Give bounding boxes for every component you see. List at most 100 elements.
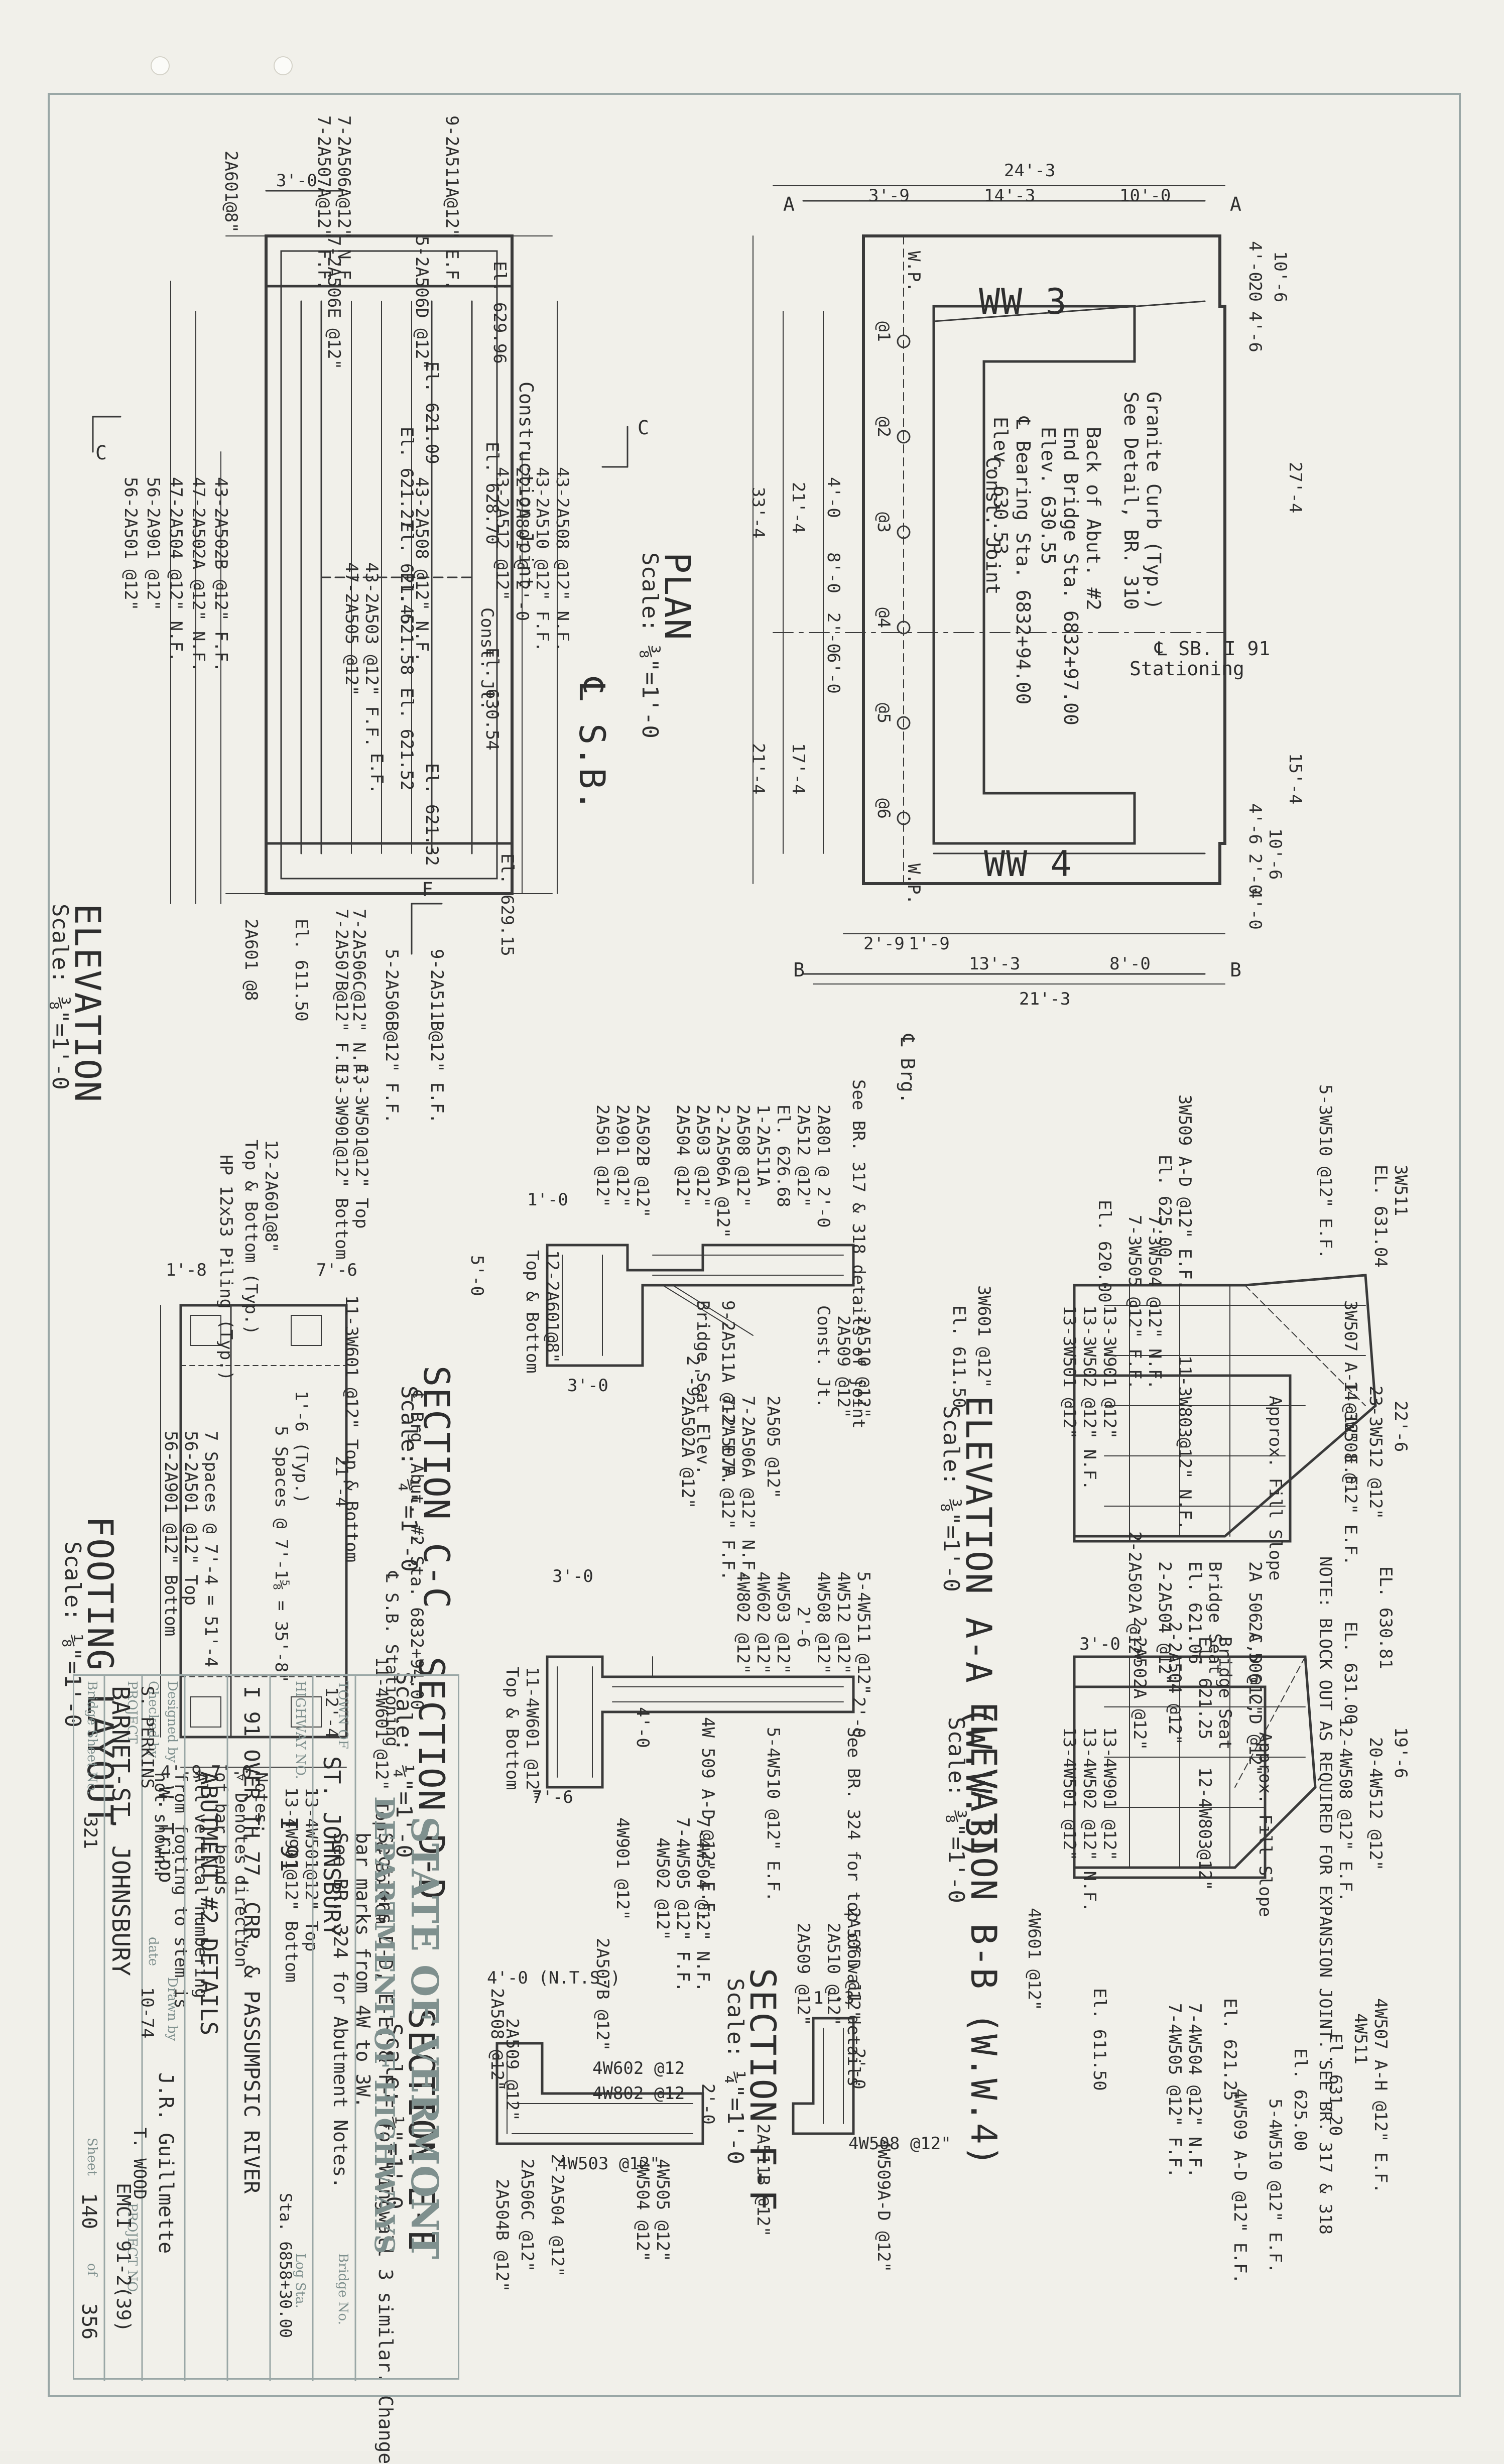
aa-el: EL. 631.04 <box>1370 1165 1391 1268</box>
ee-bar: 4W602 @12 <box>592 2058 685 2078</box>
elevation-title: ELEVATION <box>67 904 108 1103</box>
dd-bar: 4W508 @12" <box>813 1571 833 1674</box>
tb-desc2: ABUTMENT #2 DETAILS <box>195 1771 222 2036</box>
plan-dim: 10'-6 <box>1265 828 1285 880</box>
footing-piles: HP 12x53 Piling (Typ.) <box>216 1155 236 1381</box>
ef-label: E.F. <box>366 753 387 794</box>
elevation-bar: 47-2A502A @12" N.F. <box>188 477 208 672</box>
plan-dim: 13'-3 <box>969 954 1021 974</box>
ee-bar: 4W505 @12" <box>653 2159 673 2262</box>
dd-dim: 7'-6 <box>532 1787 573 1807</box>
section-ff-drawing <box>792 2017 855 2135</box>
pile-label: @6 <box>873 798 894 819</box>
ee-bar: 2A508 @12" <box>487 1988 507 2091</box>
plan-dim: 24'-3 <box>1004 161 1056 181</box>
ff-bar: 4W509A-D @12" <box>873 2139 894 2273</box>
pile-label: @3 <box>873 512 894 533</box>
section-ff-scale: Scale: ¼"=1'-0 <box>722 1978 748 2164</box>
bb-bar: 7-4W505 @12" F.F. <box>1165 2003 1185 2178</box>
pile-label: @5 <box>873 703 894 723</box>
cc-bar: 2A801 @ 2'-0 <box>813 1104 833 1228</box>
plan-inner-dim: 6'-0 <box>823 653 843 694</box>
dd-bar: 4W503 @12" <box>773 1571 793 1674</box>
bb-bar: 12-4W803@12" <box>1195 1767 1215 1891</box>
elevation-bar: 56-2A901 @12" <box>143 477 163 611</box>
cc-bar: 2A503 @12" <box>693 1104 713 1207</box>
elevation-bar: 2A601 @8 <box>241 919 261 1001</box>
footing-dim: 7'-6 <box>316 1260 357 1280</box>
aa-approx: Approx. Fill Slope <box>1265 1396 1285 1581</box>
footing-spaces: 7 Spaces @ 7'-4 = 51'-4 <box>201 1431 221 1667</box>
elevation-bar: 43-2A508 @12" N.F. <box>552 467 572 652</box>
plan-dim: 33'-4 <box>748 487 768 539</box>
plan-dim: 27'-4 <box>1285 462 1305 514</box>
see-detail-label: See Detail, BR. 310 <box>1120 392 1142 610</box>
cc-bar: 2A504 @12" <box>673 1104 693 1207</box>
sb-centerline: ℄ S.B. <box>571 678 612 812</box>
elevation-el: El. 629.96 <box>489 261 510 364</box>
footing-top-bottom: Top & Bottom (Typ.) <box>241 1140 261 1335</box>
pile-label: @4 <box>873 607 894 628</box>
plan-dim: 4'-0 <box>1245 889 1265 930</box>
sb-i91-label: ℄ SB. I 91 <box>1155 638 1271 660</box>
bb-el: EL. 631.00 <box>1340 1622 1360 1724</box>
elevation-bar: 47-2A504 @12" N.F. <box>166 477 186 662</box>
cut-f-label: F <box>422 879 433 901</box>
elevation-bar: 56-2A501 @12" <box>120 477 141 611</box>
cc-bar: 2A512 @12" <box>793 1104 813 1207</box>
plan-drawing <box>753 185 1226 984</box>
dd-bar: 7-4W504 @12" N.F. <box>693 1817 713 1992</box>
ff-bar: 2A510 @12" <box>823 1923 843 2026</box>
plan-title: PLAN <box>657 552 698 641</box>
cc-bar: 1-2A511A <box>753 1104 773 1187</box>
plan-dim: 2'-9 <box>863 934 905 954</box>
elevation-scale: Scale: ⅜"=1'-0 <box>47 904 73 1090</box>
pile-label: @2 <box>873 417 894 437</box>
plan-dim: 4'-6 <box>1245 311 1265 352</box>
bb-bridge-seat: Bridge Seat <box>1215 1637 1235 1750</box>
tb-state-sta: Sta. 6858+30.00 <box>276 2193 295 2338</box>
bb-el: El. 621.25 <box>1220 1998 1240 2101</box>
bb-bar: 12-4W508 @12" E.F. <box>1335 1717 1355 1902</box>
elevation-bar: 43-2A512 @12" <box>492 467 512 601</box>
cc-bar: 7-2A506A @12" N.F. <box>738 1396 758 1581</box>
elevation-bar: 7-2A506C@12" N.F. <box>349 909 369 1083</box>
cc-bar: 2A509 @12" <box>833 1315 853 1418</box>
plan-dim: 10'-0 <box>1119 186 1171 206</box>
plan-dim: 10'-6 <box>1270 251 1290 303</box>
section-cc-drawing <box>546 1244 855 1367</box>
elevation-bar: 43-2A502B @12" F.F. <box>211 477 231 672</box>
cc-bar: 2A501 @12" <box>592 1104 612 1207</box>
ww4-label: WW 4 <box>984 843 1073 885</box>
footing-layout-drawing <box>160 1304 348 1768</box>
cc-bar: 2A510 @12" <box>853 1315 873 1418</box>
dd-bar: 4W802 @12" <box>733 1571 753 1674</box>
bb-dim: 3'-0 <box>1079 1634 1120 1654</box>
tb-town-label: TOWN OF <box>335 1681 350 1749</box>
tb-of: of <box>84 2263 99 2276</box>
elevation-top-dim: 3'-0 <box>276 171 317 191</box>
bb-el: El. 611.50 <box>1089 1988 1109 2091</box>
ww3-label: WW 3 <box>979 281 1068 322</box>
plan-inner-dim: 2'-0 <box>823 612 843 654</box>
plan-inner-dim: 21'-4 <box>788 482 808 534</box>
cc-dim: 1'-0 <box>527 1190 568 1210</box>
tb-total: 356 <box>77 2303 100 2340</box>
elevation-el: El. 621.09 <box>422 361 442 464</box>
pile-label: @1 <box>873 321 894 342</box>
aa-dim: 22'-6 <box>1391 1401 1411 1452</box>
const-joint-label: Const. Joint <box>982 457 1004 595</box>
plan-dim: 17'-4 <box>788 743 808 795</box>
dd-bar: 5-4W511 @12" <box>853 1571 873 1695</box>
dd-bar: 5-4W510 @12" E.F. <box>763 1727 783 1902</box>
plan-dim: 20 <box>1245 281 1265 302</box>
tb-sheet-no: 140 <box>77 2193 100 2230</box>
bb-bar: 13-4W502 @12" N.F. <box>1079 1727 1099 1912</box>
granite-curb-label: Granite Curb (Typ.) <box>1143 392 1165 610</box>
ff-dim: 1'-3 <box>813 1988 854 2008</box>
tb-highway-label: HIGHWAY NO. <box>293 1681 308 1779</box>
dd-bar: 4W502 @12" <box>653 1837 673 1940</box>
elevation-bar: 22-2A801 @ 2'-0 <box>512 467 532 622</box>
brg-label: ℄ Brg. <box>897 1034 919 1104</box>
